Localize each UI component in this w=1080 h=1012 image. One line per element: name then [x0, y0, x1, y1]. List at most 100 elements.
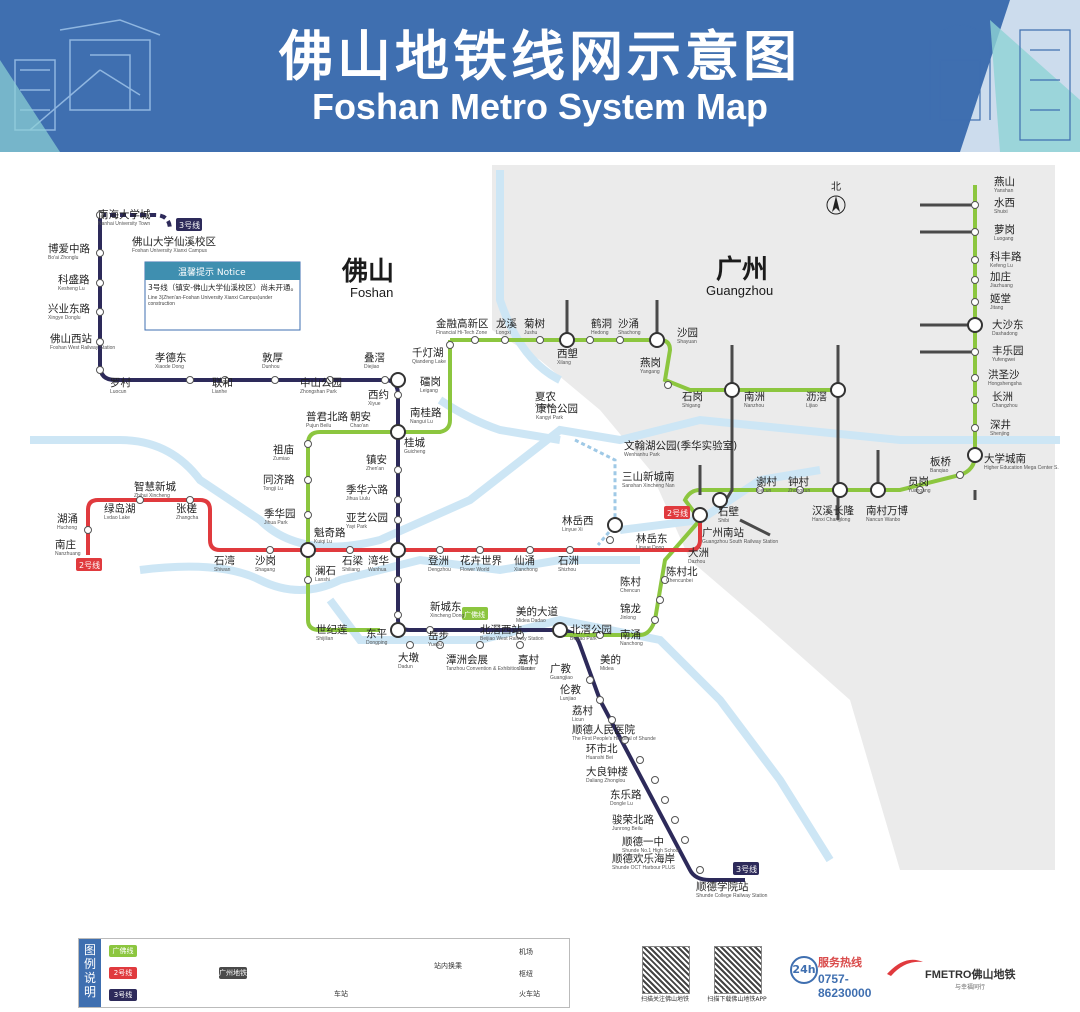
station-label[interactable]: 季华六路 [346, 483, 388, 496]
station-label[interactable]: 顺德学院站 [696, 880, 749, 893]
transfer-station-marker[interactable] [724, 382, 740, 398]
station-label[interactable]: 深井 [990, 418, 1011, 431]
station-label[interactable]: 石湾 [214, 554, 235, 567]
station-marker[interactable] [566, 546, 574, 554]
station-label[interactable]: 康怡公园 [536, 402, 578, 415]
station-label[interactable]: 佛山西站 [50, 332, 92, 345]
station-label[interactable]: 文翰湖公园(季华实验室) [624, 439, 737, 452]
station-marker[interactable] [621, 736, 629, 744]
transfer-station-marker[interactable] [552, 622, 568, 638]
station-label[interactable]: 佛山大学仙溪校区 [132, 235, 216, 248]
station-marker[interactable] [664, 381, 672, 389]
station-marker[interactable] [96, 211, 104, 219]
station-label[interactable]: 联和 [212, 377, 233, 389]
station-marker[interactable] [221, 376, 229, 384]
station-label[interactable]: 萝岗 [994, 224, 1015, 236]
station-marker[interactable] [536, 336, 544, 344]
station-label[interactable]: 员岗 [908, 476, 929, 488]
station-label[interactable]: 世纪莲 [316, 624, 348, 636]
station-label[interactable]: 林岳西 [562, 514, 594, 527]
station-marker[interactable] [651, 616, 659, 624]
transfer-station-marker[interactable] [967, 447, 983, 463]
station-label[interactable]: 汉溪长隆 [812, 504, 854, 517]
station-marker[interactable] [608, 716, 616, 724]
station-label[interactable]: 兴业东路 [48, 302, 90, 315]
station-marker[interactable] [971, 298, 979, 306]
station-marker[interactable] [304, 440, 312, 448]
station-marker[interactable] [394, 611, 402, 619]
station-label[interactable]: 长洲 [992, 391, 1013, 403]
station-label[interactable]: 南桂路 [410, 406, 442, 419]
transfer-station-marker[interactable] [649, 332, 665, 348]
station-label[interactable]: 亚艺公园 [346, 512, 388, 524]
station-label[interactable]: 智慧新城 [134, 480, 176, 493]
station-marker[interactable] [381, 376, 389, 384]
station-label[interactable]: 石梁 [342, 554, 363, 567]
station-label[interactable]: 东平 [366, 627, 387, 640]
station-label[interactable]: 南海大学城 [98, 208, 151, 221]
station-label[interactable]: 姬堂 [990, 292, 1011, 305]
station-marker[interactable] [96, 366, 104, 374]
transfer-station-marker[interactable] [830, 382, 846, 398]
station-label[interactable]: 北滘西站 [480, 623, 522, 636]
station-label[interactable]: 谢村 [756, 475, 777, 488]
transfer-station-marker[interactable] [692, 507, 708, 523]
station-marker[interactable] [394, 391, 402, 399]
station-marker[interactable] [971, 276, 979, 284]
station-label[interactable]: 沙园 [677, 327, 698, 339]
station-marker[interactable] [796, 486, 804, 494]
station-label[interactable]: 南洲 [744, 390, 765, 403]
station-marker[interactable] [671, 816, 679, 824]
station-label[interactable]: 镇安 [366, 453, 387, 466]
station-label[interactable]: 张槎 [176, 502, 197, 515]
station-label[interactable]: 绿岛湖 [104, 502, 136, 515]
station-marker[interactable] [446, 341, 454, 349]
station-marker[interactable] [971, 348, 979, 356]
station-label[interactable]: 南庄 [55, 538, 76, 551]
station-label[interactable]: 广教 [550, 662, 571, 675]
station-marker[interactable] [304, 511, 312, 519]
station-marker[interactable] [346, 546, 354, 554]
station-marker[interactable] [271, 376, 279, 384]
station-label[interactable]: 锦龙 [620, 602, 641, 615]
station-marker[interactable] [971, 228, 979, 236]
station-label[interactable]: 骏荣北路 [612, 813, 654, 826]
station-label[interactable]: 大洲 [688, 546, 709, 559]
station-marker[interactable] [476, 641, 484, 649]
station-label[interactable]: 顺德人民医院 [572, 723, 635, 736]
transfer-station-marker[interactable] [390, 542, 406, 558]
station-marker[interactable] [394, 576, 402, 584]
transfer-station-marker[interactable] [390, 424, 406, 440]
station-label[interactable]: 陈村北 [666, 565, 698, 578]
station-label[interactable]: 陈村 [620, 575, 641, 588]
station-marker[interactable] [586, 676, 594, 684]
station-marker[interactable] [96, 308, 104, 316]
station-marker[interactable] [436, 641, 444, 649]
station-label[interactable]: 南涌 [620, 628, 641, 641]
station-marker[interactable] [186, 496, 194, 504]
station-label[interactable]: 沙涌 [618, 318, 639, 330]
station-label[interactable]: 燕山 [994, 176, 1015, 188]
station-label[interactable]: 沙岗 [255, 555, 276, 567]
station-marker[interactable] [586, 336, 594, 344]
station-label[interactable]: 沥滘 [806, 391, 827, 403]
station-label[interactable]: 顺德欢乐海岸 [612, 852, 675, 865]
station-marker[interactable] [326, 376, 334, 384]
station-label[interactable]: 祖庙 [273, 443, 294, 456]
station-label[interactable]: 科丰路 [990, 250, 1022, 263]
station-label[interactable]: 环市北 [586, 742, 618, 755]
station-marker[interactable] [394, 496, 402, 504]
station-marker[interactable] [956, 471, 964, 479]
station-marker[interactable] [596, 696, 604, 704]
station-label[interactable]: 北滘公园 [570, 624, 612, 636]
station-marker[interactable] [681, 836, 689, 844]
station-label[interactable]: 顺德一中 [622, 835, 664, 848]
station-marker[interactable] [394, 466, 402, 474]
station-label[interactable]: 东乐路 [610, 788, 642, 801]
station-label[interactable]: 加庄 [990, 270, 1011, 283]
station-label[interactable]: 夏农 [535, 390, 556, 403]
station-label[interactable]: 水西 [994, 197, 1015, 209]
transfer-station-marker[interactable] [832, 482, 848, 498]
station-label[interactable]: 广州南站 [702, 526, 744, 539]
transfer-station-marker[interactable] [607, 517, 623, 533]
